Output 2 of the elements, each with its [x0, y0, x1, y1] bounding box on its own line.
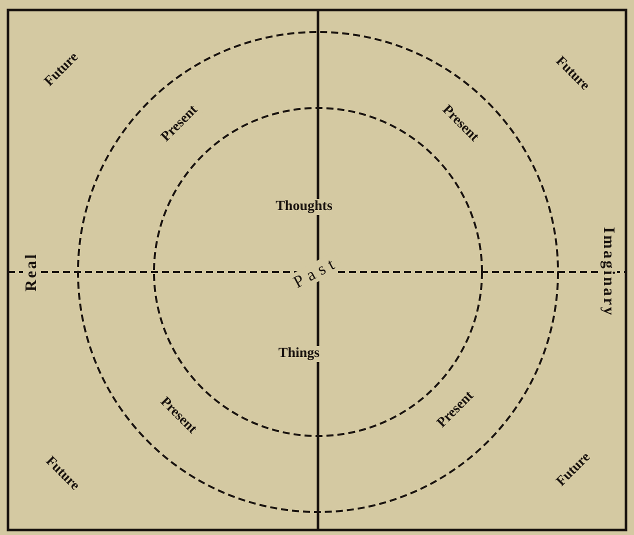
circle-label: Thoughts [274, 199, 334, 215]
circle-label: Things [276, 346, 322, 362]
